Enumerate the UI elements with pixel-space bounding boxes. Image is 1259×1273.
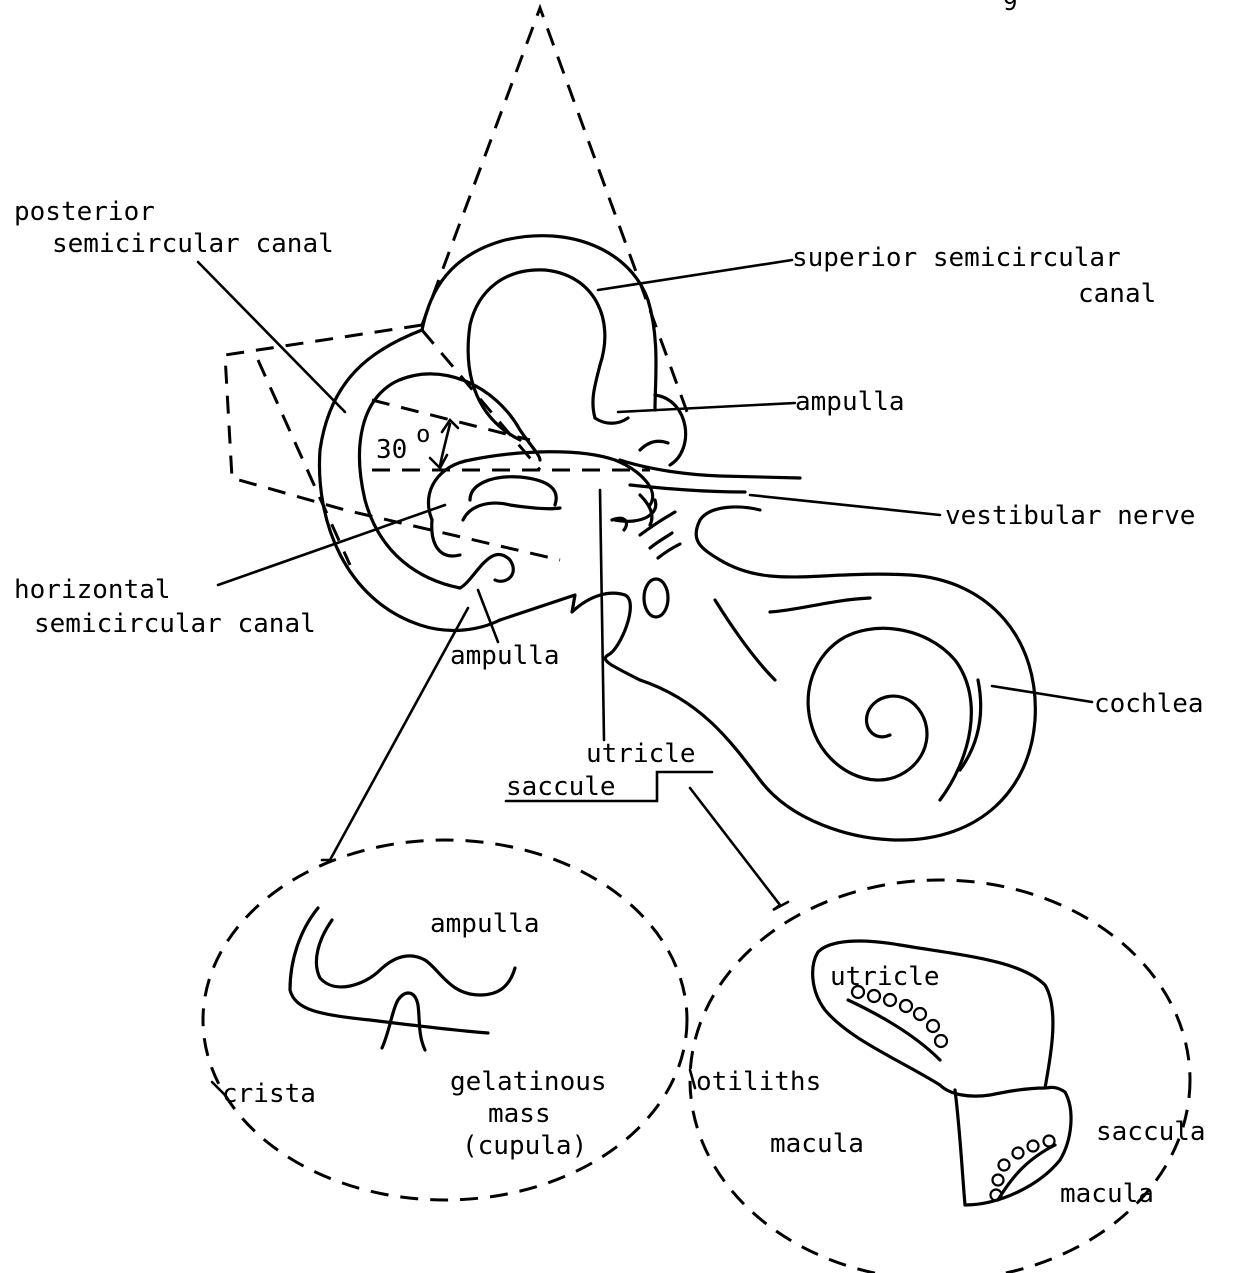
posterior-canal-plane-diagonal	[422, 330, 540, 470]
horizontal-canal-inner-2	[463, 503, 560, 520]
inset-right-connector	[690, 788, 788, 910]
posterior-label-line2: semicircular canal	[52, 229, 334, 259]
saccula-label: saccula	[1096, 1117, 1206, 1147]
ampulla-left-label: ampulla	[450, 641, 560, 671]
ampulla-left-leader	[478, 590, 498, 642]
cochlea-label: cochlea	[1094, 689, 1204, 719]
nerve-branch-4	[640, 495, 675, 535]
superior-canal-plane	[422, 8, 690, 420]
horizontal-label-line2: semicircular canal	[34, 609, 316, 639]
angle-degree-symbol: o	[416, 420, 430, 448]
otolith	[884, 994, 896, 1006]
otoliths-label: otiliths	[696, 1067, 821, 1097]
vestibular-nerve-label: vestibular nerve	[945, 501, 1195, 531]
inset-left-outline	[203, 840, 687, 1200]
crista-label: crista	[222, 1079, 316, 1109]
cochlea-turn-2	[715, 600, 775, 680]
posterior-label-line1: posterior	[14, 197, 155, 227]
utricle-otoliths	[852, 986, 947, 1047]
otolith	[900, 1000, 912, 1012]
otolith	[927, 1020, 939, 1032]
page-number: 9	[1003, 0, 1017, 16]
ampulla-top-label: ampulla	[795, 387, 905, 417]
macula-left-label: macula	[770, 1129, 864, 1159]
otolith	[993, 1175, 1004, 1186]
posterior-canal-plane-edge	[258, 360, 350, 565]
superior-ampulla-wall	[595, 395, 686, 465]
angle-value: 30	[376, 435, 407, 465]
otolith	[999, 1160, 1010, 1171]
superior-label-line2: canal	[1078, 279, 1156, 309]
inset-utricle-saccule: utricle otiliths macula saccula macula	[690, 880, 1206, 1273]
cochlea-outer	[640, 507, 1035, 840]
cochlea-spiral	[808, 628, 971, 800]
otolith	[914, 1008, 926, 1020]
nerve-branch-2	[640, 441, 668, 450]
cochlea-turn-1	[770, 598, 870, 612]
macula-right-label: macula	[1060, 1179, 1154, 1209]
ampulla-top-leader	[618, 403, 795, 412]
superior-label-line1: superior semicircular	[792, 243, 1121, 273]
superior-canal-inner	[468, 270, 605, 440]
oval-window	[644, 579, 668, 617]
otolith	[1013, 1148, 1024, 1159]
otolith	[935, 1035, 947, 1047]
inset-ampulla-crista: ampulla crista gelatinous mass (cupula)	[203, 840, 687, 1200]
inset-ampulla-label: ampulla	[430, 909, 540, 939]
horizontal-leader	[218, 505, 445, 585]
otolith	[1028, 1141, 1039, 1152]
gelatinous-label-line3: (cupula)	[462, 1131, 587, 1161]
angle-marker: 30 o	[376, 420, 458, 468]
inset-left-connector	[322, 608, 468, 860]
horizontal-label-line1: horizontal	[14, 575, 171, 605]
angle-arrow-head-bottom	[430, 455, 447, 468]
superior-leader	[598, 260, 792, 290]
posterior-ampulla	[460, 554, 513, 588]
main-labels: posterior semicircular canal superior se…	[14, 197, 1204, 910]
nerve-branch-6	[650, 533, 680, 558]
saccule-label: saccule	[506, 772, 616, 802]
utricle-label: utricle	[586, 739, 696, 769]
otolith	[1044, 1136, 1055, 1147]
vestibular-nerve-leader	[750, 495, 940, 515]
gelatinous-label-line2: mass	[488, 1099, 551, 1129]
cochlea-leader	[992, 686, 1092, 702]
nerve-branch-3	[630, 485, 745, 492]
utricle-macula	[848, 1000, 940, 1060]
superior-canal-outer	[422, 236, 656, 410]
gelatinous-label-line1: gelatinous	[450, 1067, 607, 1097]
horizontal-canal-inner	[470, 477, 556, 505]
inset-utricle-label: utricle	[830, 962, 940, 992]
utricle-leader	[600, 490, 604, 740]
